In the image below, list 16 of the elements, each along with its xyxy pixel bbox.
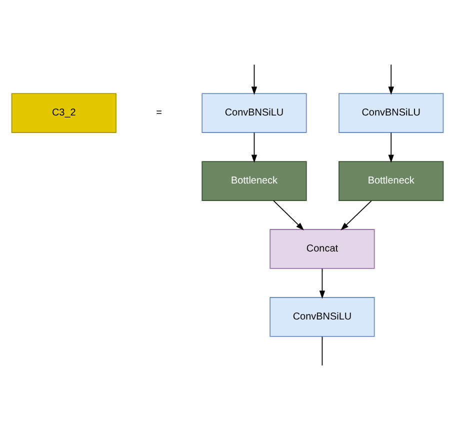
arrow xyxy=(388,132,394,163)
node-box: C3_2 xyxy=(11,93,116,133)
node-box: Concat xyxy=(270,229,375,269)
node-box: Bottleneck xyxy=(338,161,444,201)
arrow xyxy=(251,132,258,163)
connector xyxy=(322,336,323,366)
arrow xyxy=(251,64,258,95)
arrow xyxy=(340,200,372,230)
arrow xyxy=(319,268,326,299)
node-box: ConvBNSiLU xyxy=(270,297,375,337)
node-box: ConvBNSiLU xyxy=(338,93,444,133)
node-box: Bottleneck xyxy=(202,161,307,201)
arrow xyxy=(273,200,304,230)
label: = xyxy=(156,108,162,119)
node-box: ConvBNSiLU xyxy=(202,93,307,133)
arrow xyxy=(388,64,394,95)
